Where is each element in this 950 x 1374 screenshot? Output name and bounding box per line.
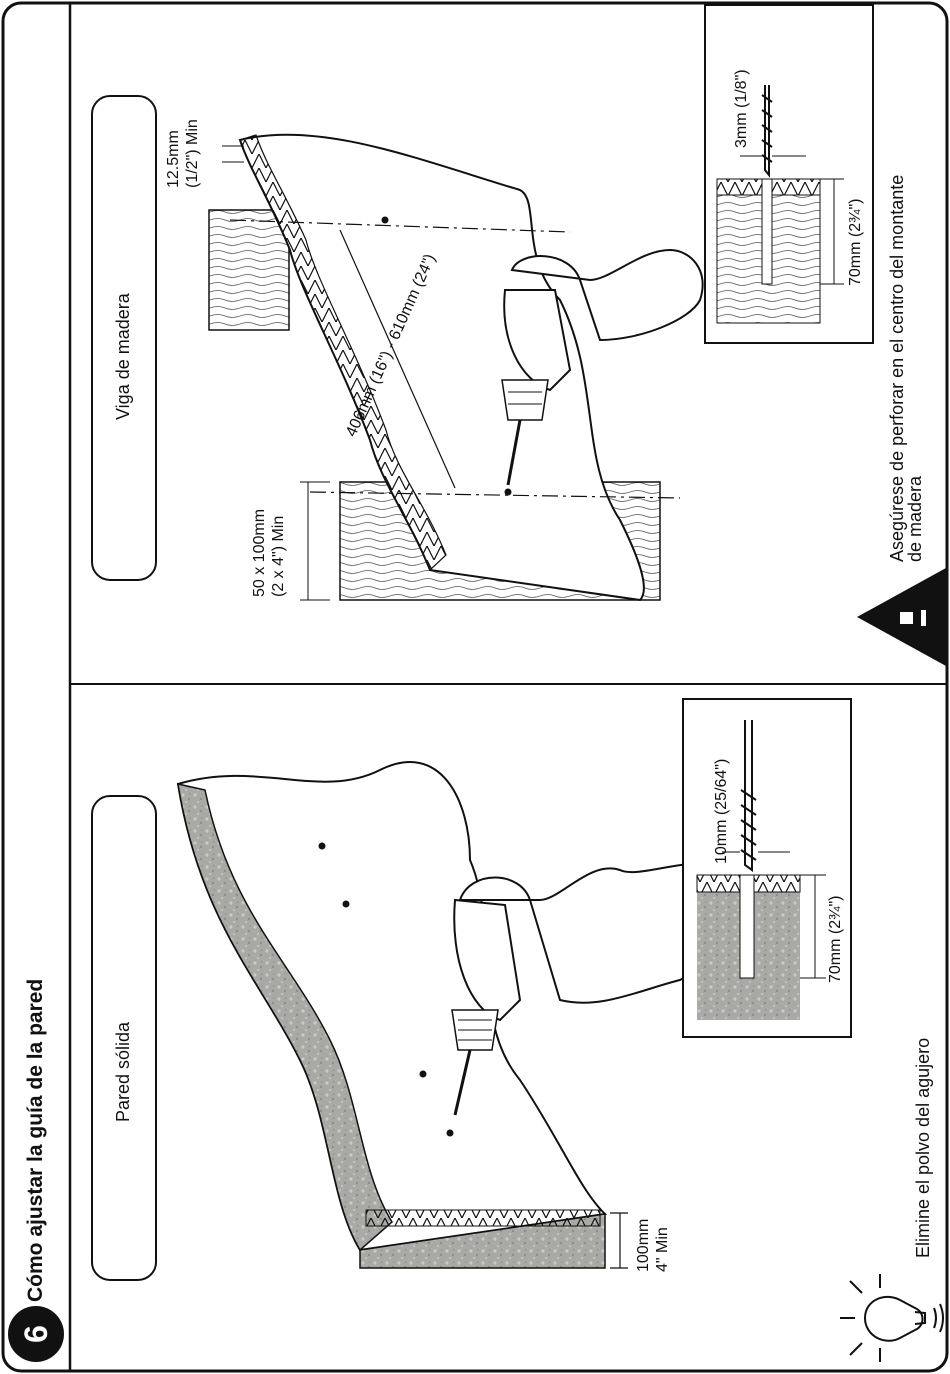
lightbulb-icon xyxy=(840,1274,943,1362)
plaster-thickness-label: 12.5mm (1/2") Min xyxy=(164,119,202,188)
wall-thickness-label: 100mm 4" Min xyxy=(634,1219,672,1272)
solid-bit-size-label: 10mm (25/64") xyxy=(712,759,731,864)
wood-stud-label: Viga de madera xyxy=(113,293,134,420)
solid-depth-label: 70mm (2¾") xyxy=(826,896,845,983)
tip-text: Elimine el polvo del agujero xyxy=(914,1038,932,1258)
solid-wall-inset xyxy=(683,699,851,1037)
solid-wall-illustration xyxy=(178,762,628,1268)
stud-size-label: 50 x 100mm (2 x 4") Min xyxy=(250,509,288,597)
warning-triangle-icon xyxy=(857,568,946,666)
wood-stud-inset xyxy=(705,5,873,343)
page-title: Cómo ajustar la guía de la pared xyxy=(24,979,48,1302)
wood-depth-label: 70mm (2¾") xyxy=(846,199,865,286)
wood-bit-size-label: 3mm (1/8") xyxy=(732,69,751,148)
step-number: 6 xyxy=(18,1320,54,1348)
solid-wall-label: Pared sólida xyxy=(113,1022,134,1122)
warning-text: Asegúrese de perforar en el centro del m… xyxy=(888,175,924,562)
